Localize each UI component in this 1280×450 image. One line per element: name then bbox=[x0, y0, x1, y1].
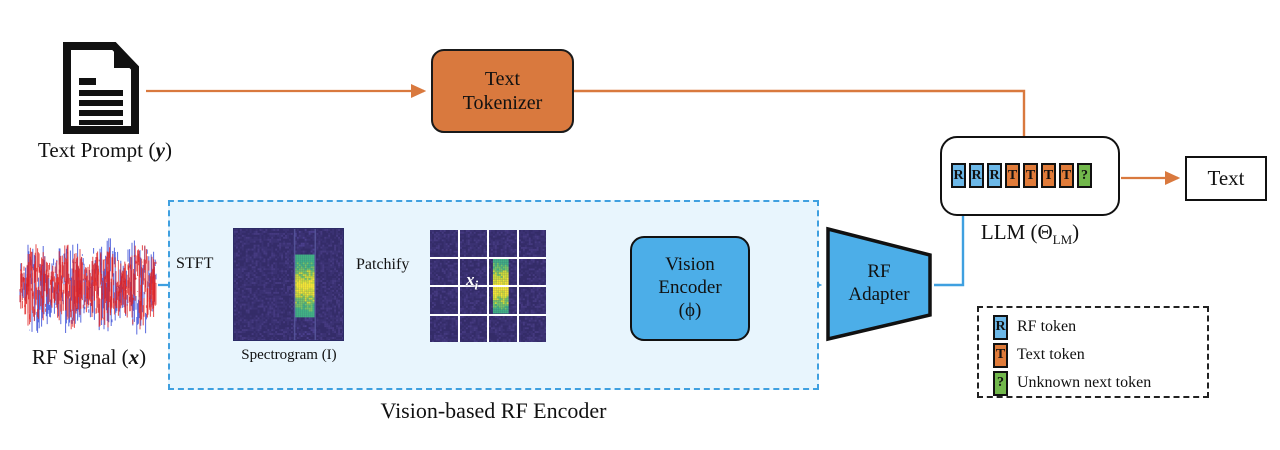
patch-cell bbox=[459, 287, 487, 314]
text-prompt-label-text: Text Prompt ( bbox=[37, 138, 156, 162]
patchify-edge-label: Patchify bbox=[356, 256, 410, 273]
token-rf-2: R bbox=[987, 163, 1002, 188]
patch-cell bbox=[518, 230, 546, 257]
vision-encoder-line1: Vision bbox=[665, 254, 715, 276]
patch-cell bbox=[430, 258, 458, 285]
token-text-6: T bbox=[1059, 163, 1074, 188]
patch-cell bbox=[430, 287, 458, 314]
rf-adapter-line2: Adapter bbox=[848, 284, 910, 305]
text-prompt-label: Text Prompt (y) bbox=[10, 138, 200, 163]
llm-label-close: ) bbox=[1072, 220, 1080, 244]
spectrogram-caption: Spectrogram (I) bbox=[241, 347, 337, 363]
text-output-block: Text bbox=[1185, 156, 1267, 201]
patch-cell bbox=[459, 315, 487, 342]
patch-cell bbox=[459, 258, 487, 285]
rf-signal-waveform-icon bbox=[18, 232, 158, 340]
document-icon bbox=[62, 42, 140, 134]
vision-encoder-block[interactable]: Vision Encoder (ϕ) bbox=[630, 236, 750, 341]
rf-signal-label: RF Signal (x) bbox=[5, 345, 173, 370]
text-tokenizer-line2: Tokenizer bbox=[462, 92, 543, 114]
patch-cell bbox=[518, 315, 546, 342]
legend-swatch-text-icon: T bbox=[993, 342, 1008, 368]
llm-label-text: LLM (Θ bbox=[980, 220, 1053, 244]
llm-label-subscript: LM bbox=[1052, 232, 1073, 248]
legend-swatch-unknown-icon: ? bbox=[993, 370, 1008, 396]
vision-encoder-line2: Encoder bbox=[658, 277, 722, 299]
token-text-4: T bbox=[1023, 163, 1038, 188]
rf-signal-symbol: x bbox=[128, 345, 140, 369]
patch-cell bbox=[518, 258, 546, 285]
patch-cell bbox=[489, 287, 517, 314]
patch-cell bbox=[489, 258, 517, 285]
rf-signal-label-text: RF Signal ( bbox=[31, 345, 129, 369]
token-text-5: T bbox=[1041, 163, 1056, 188]
patch-label-symbol: x bbox=[466, 270, 475, 289]
text-tokenizer-block[interactable]: Text Tokenizer bbox=[431, 49, 574, 133]
token-rf-0: R bbox=[951, 163, 966, 188]
llm-label: LLM (ΘLM) bbox=[935, 220, 1125, 248]
token-rf-1: R bbox=[969, 163, 984, 188]
legend-label-unknown: Unknown next token bbox=[1017, 374, 1152, 391]
patch-cell bbox=[430, 230, 458, 257]
legend-label-rf: RF token bbox=[1017, 318, 1077, 335]
legend-item-text: T Text token bbox=[993, 342, 1207, 368]
legend-label-text: Text token bbox=[1017, 346, 1085, 363]
patch-label-index: i bbox=[474, 277, 479, 293]
vision-encoder-line3: (ϕ) bbox=[678, 299, 702, 321]
patch-cell bbox=[489, 230, 517, 257]
patch-cell bbox=[518, 287, 546, 314]
patch-cell bbox=[430, 315, 458, 342]
rf-adapter-line1: RF bbox=[867, 261, 891, 283]
stft-edge-label: STFT bbox=[176, 255, 214, 272]
text-prompt-symbol: y bbox=[155, 138, 165, 162]
patch-label-xi: xi bbox=[466, 270, 478, 293]
token-unknown-7: ? bbox=[1077, 163, 1092, 188]
spectrogram-image bbox=[233, 228, 344, 341]
rf-signal-label-close: ) bbox=[139, 345, 147, 369]
text-output-label: Text bbox=[1207, 166, 1245, 190]
patch-cell bbox=[459, 230, 487, 257]
token-text-3: T bbox=[1005, 163, 1020, 188]
rf-adapter-text: RF Adapter bbox=[824, 225, 934, 343]
patch-grid: xi bbox=[430, 230, 546, 342]
legend-swatch-rf-icon: R bbox=[993, 314, 1008, 340]
rf-adapter-block[interactable]: RF Adapter bbox=[824, 225, 934, 343]
legend-item-rf: R RF token bbox=[993, 314, 1207, 340]
legend-item-unknown: ? Unknown next token bbox=[993, 370, 1207, 396]
rf-encoder-region-label: Vision-based RF Encoder bbox=[380, 398, 607, 423]
text-tokenizer-line1: Text bbox=[484, 68, 521, 90]
text-prompt-label-close: ) bbox=[164, 138, 173, 162]
patch-cell bbox=[489, 315, 517, 342]
